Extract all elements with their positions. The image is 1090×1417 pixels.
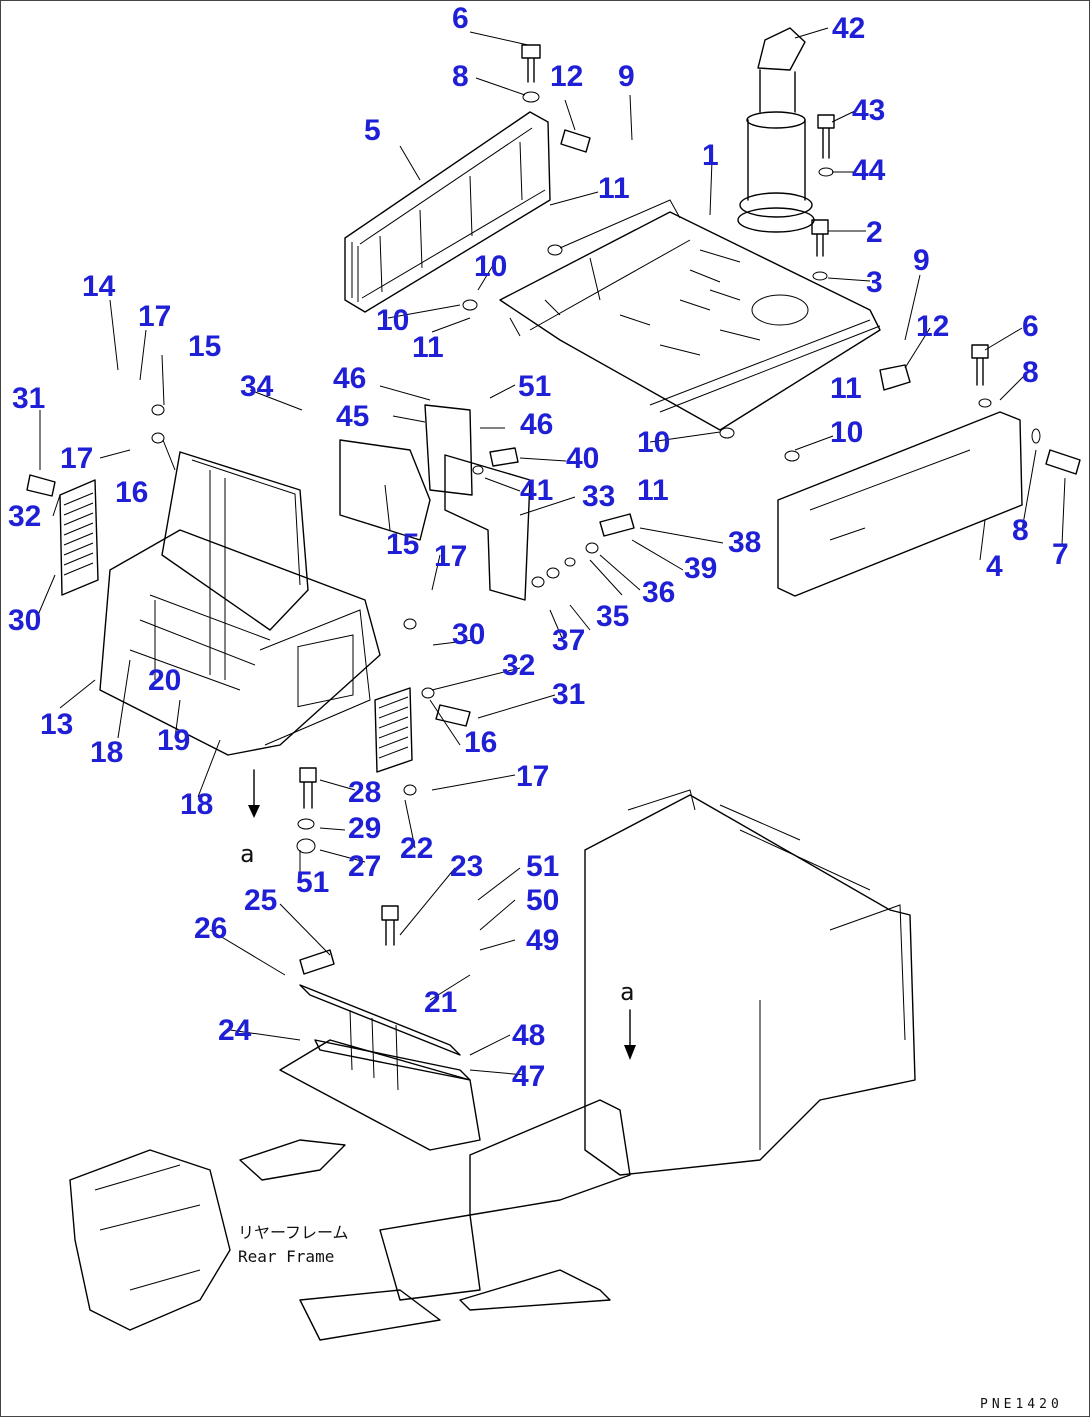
callout-7: 7 <box>1052 538 1069 571</box>
plates-33-34-45 <box>339 404 531 601</box>
leader-lines <box>37 27 1066 1076</box>
callout-26: 26 <box>194 912 227 945</box>
callout-34: 34 <box>240 370 274 403</box>
callout-23: 23 <box>450 850 483 883</box>
callout-24: 24 <box>218 1014 252 1047</box>
part-label-jp: リヤーフレーム <box>238 1223 349 1242</box>
callout-15: 15 <box>188 330 221 363</box>
part-label-en: Rear Frame <box>238 1247 334 1266</box>
callout-17: 17 <box>138 300 171 333</box>
hood-1 <box>499 199 881 431</box>
callout-11: 11 <box>830 372 862 405</box>
callout-29: 29 <box>348 812 381 845</box>
callout-19: 19 <box>157 724 190 757</box>
callout-10: 10 <box>474 250 507 283</box>
callout-17: 17 <box>434 540 467 573</box>
side-cover-13 <box>99 451 381 756</box>
callout-12: 12 <box>916 310 949 343</box>
callout-16: 16 <box>115 476 148 509</box>
callout-49: 49 <box>526 924 559 957</box>
callout-31: 31 <box>12 382 45 415</box>
callout-25: 25 <box>244 884 277 917</box>
fasteners <box>26 44 1081 975</box>
callout-36: 36 <box>642 576 675 609</box>
callout-13: 13 <box>40 708 73 741</box>
view-marker-a-left: a <box>240 840 254 868</box>
callout-8: 8 <box>452 60 469 93</box>
callout-12: 12 <box>550 60 583 93</box>
callout-17: 17 <box>516 760 549 793</box>
callout-6: 6 <box>452 2 469 35</box>
callout-28: 28 <box>348 776 381 809</box>
callout-10: 10 <box>830 416 863 449</box>
callout-48: 48 <box>512 1019 545 1052</box>
callout-30: 30 <box>452 618 485 651</box>
callout-5: 5 <box>364 114 381 147</box>
callout-32: 32 <box>8 500 41 533</box>
grille-30-left <box>59 479 99 596</box>
callout-3: 3 <box>866 266 883 299</box>
grille-30-right <box>374 687 413 773</box>
callout-10: 10 <box>637 426 670 459</box>
rear-frame-body <box>69 789 916 1341</box>
callout-4: 4 <box>986 550 1003 583</box>
callout-37: 37 <box>552 624 585 657</box>
callout-35: 35 <box>596 600 629 633</box>
callout-30: 30 <box>8 604 41 637</box>
callout-16: 16 <box>464 726 497 759</box>
callout-31: 31 <box>552 678 585 711</box>
callout-9: 9 <box>913 244 930 277</box>
line-art <box>26 27 1081 1341</box>
side-panel-5 <box>344 111 551 313</box>
callout-46: 46 <box>520 408 553 441</box>
callout-1: 1 <box>702 139 719 172</box>
callout-8: 8 <box>1022 356 1039 389</box>
callout-11: 11 <box>598 172 630 205</box>
callout-46: 46 <box>333 362 366 395</box>
callout-42: 42 <box>832 12 865 45</box>
callout-43: 43 <box>852 94 885 127</box>
callout-39: 39 <box>684 552 717 585</box>
callout-11: 11 <box>637 474 669 507</box>
callout-33: 33 <box>582 480 615 513</box>
callout-15: 15 <box>386 528 419 561</box>
view-arrows <box>248 769 636 1060</box>
callout-18: 18 <box>180 788 213 821</box>
callout-11: 11 <box>412 331 444 364</box>
callout-40: 40 <box>566 442 599 475</box>
callout-17: 17 <box>60 442 93 475</box>
callout-2: 2 <box>866 216 883 249</box>
callout-51: 51 <box>518 370 551 403</box>
footer-code: PNE1420 <box>980 1397 1063 1412</box>
callout-22: 22 <box>400 832 433 865</box>
callout-14: 14 <box>82 270 116 303</box>
callout-18: 18 <box>90 736 123 769</box>
callouts: 6 42 8 12 9 43 5 1 44 11 2 10 3 9 14 17 … <box>8 2 1069 1093</box>
callout-47: 47 <box>512 1060 545 1093</box>
callout-51: 51 <box>296 866 329 899</box>
callout-8: 8 <box>1012 514 1029 547</box>
callout-50: 50 <box>526 884 559 917</box>
side-panel-4 <box>777 411 1023 597</box>
callout-20: 20 <box>148 664 181 697</box>
callout-32: 32 <box>502 649 535 682</box>
callout-6: 6 <box>1022 310 1039 343</box>
callout-51: 51 <box>526 850 559 883</box>
callout-21: 21 <box>424 986 457 1019</box>
callout-44: 44 <box>852 154 886 187</box>
callout-10: 10 <box>376 304 409 337</box>
callout-38: 38 <box>728 526 761 559</box>
view-marker-a-right: a <box>620 978 634 1006</box>
callout-45: 45 <box>336 400 369 433</box>
bracket-24-47-48 <box>279 984 481 1151</box>
callout-27: 27 <box>348 850 381 883</box>
callout-9: 9 <box>618 60 635 93</box>
callout-41: 41 <box>520 474 553 507</box>
